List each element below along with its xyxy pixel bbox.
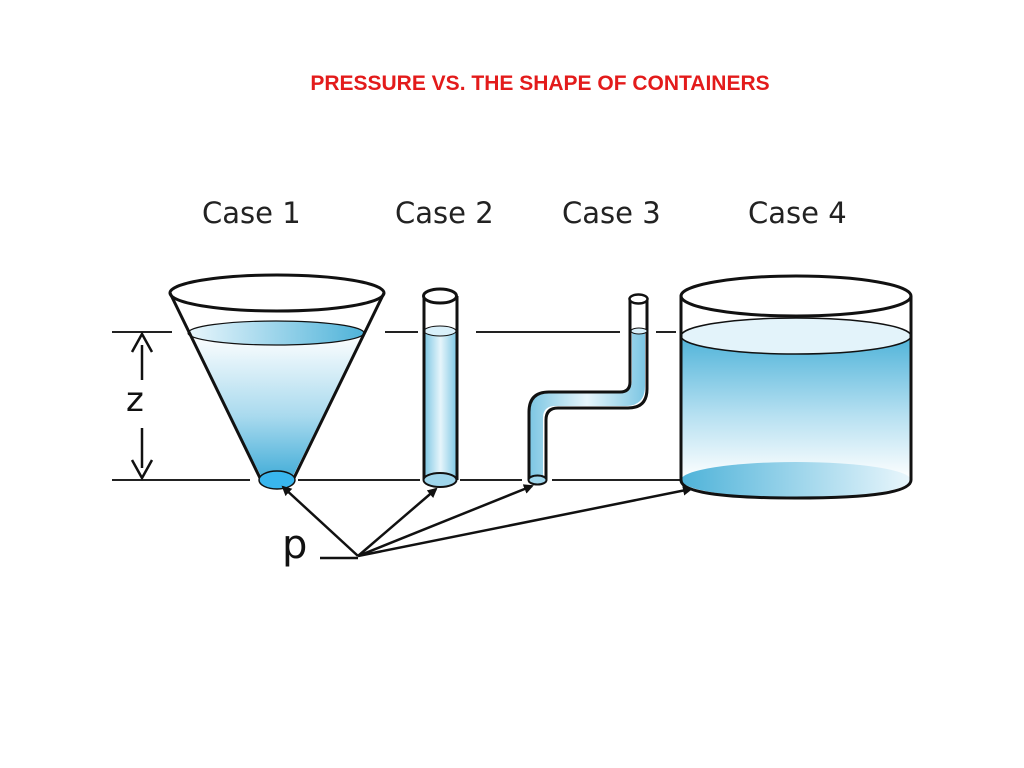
cone-bottom: [258, 470, 296, 490]
page-title: PRESSURE VS. THE SHAPE OF CONTAINERS: [310, 72, 770, 95]
reference-lines: [112, 331, 680, 481]
pressure-arrow-case-1: [281, 485, 359, 557]
case-3-label: Case 3: [562, 196, 661, 230]
case-2-label: Case 2: [395, 196, 494, 230]
depth-arrow-down-icon: [130, 459, 154, 481]
pressure-label: p: [282, 522, 308, 568]
pressure-arrow-case-2: [357, 487, 438, 557]
case-1-cone: [168, 273, 386, 490]
case-4-cylinder: [679, 274, 913, 500]
case-4-label: Case 4: [748, 196, 847, 230]
pressure-arrow-case-3: [357, 484, 534, 558]
pressure-arrow-case-4: [357, 485, 693, 558]
depth-label: z: [126, 380, 144, 420]
depth-arrow-up-icon: [130, 331, 154, 353]
case-2-tube: [422, 287, 459, 488]
pressure-arrows: [281, 484, 693, 560]
depth-dimension: [130, 331, 154, 481]
case-1-label: Case 1: [202, 196, 301, 230]
case-3-bent-tube: [527, 293, 649, 486]
